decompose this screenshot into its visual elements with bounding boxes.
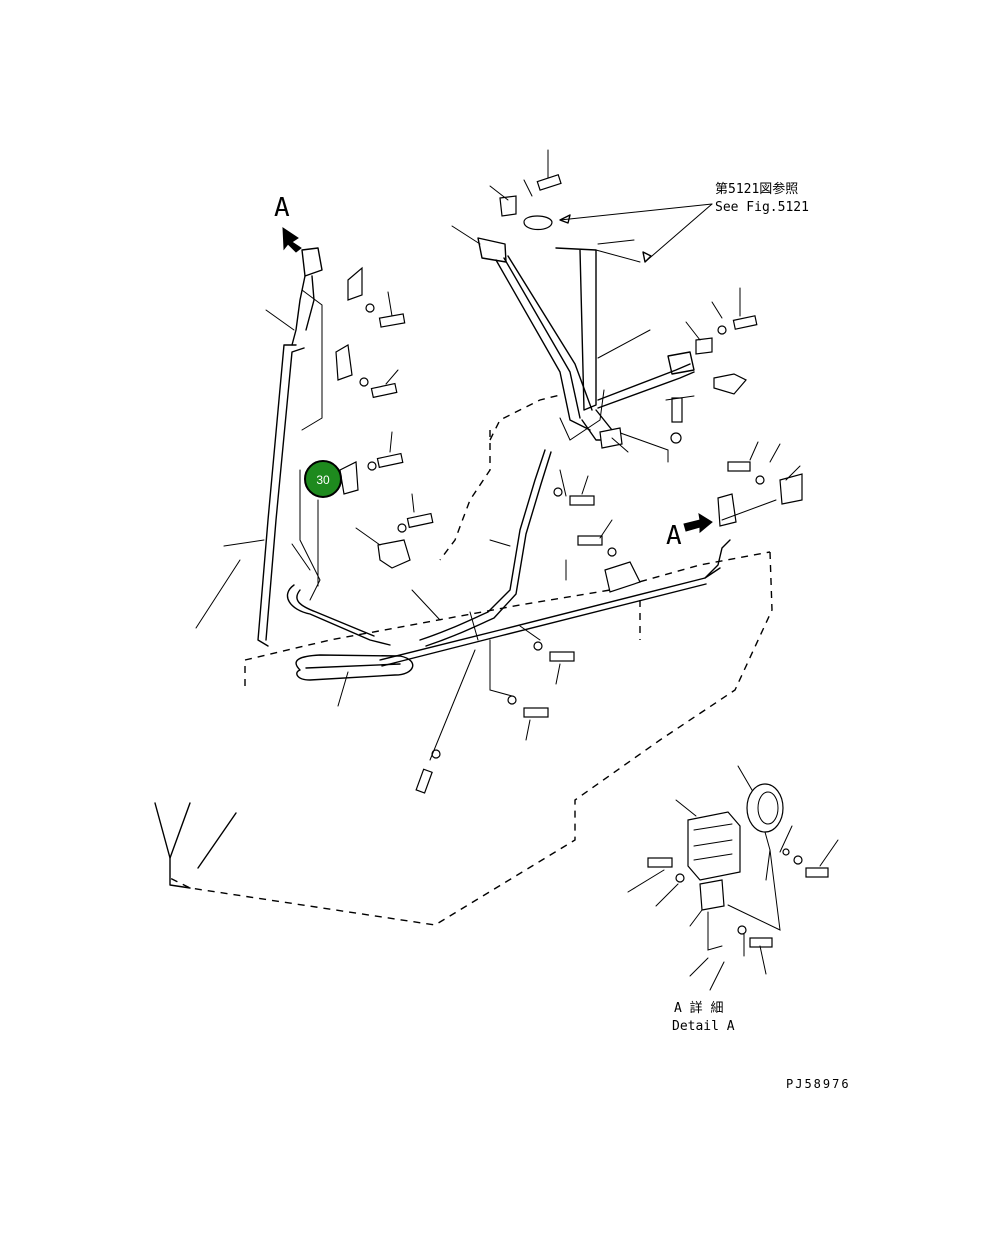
lamp-connector <box>717 493 737 527</box>
loop-harness <box>295 654 414 681</box>
bolt <box>359 369 399 399</box>
lamp-part <box>713 373 747 395</box>
detail-a: A 詳 細 Detail A <box>627 765 839 1034</box>
leader-line <box>644 203 713 263</box>
view-a-top: A <box>274 193 302 253</box>
bolt <box>507 695 549 741</box>
lamp-connector <box>667 351 695 375</box>
reference-note: 第5121図参照 See Fig.5121 <box>559 181 809 263</box>
central-frame <box>477 237 695 463</box>
bracket <box>604 561 641 593</box>
bolt <box>577 519 617 557</box>
bracket <box>695 337 713 355</box>
callout-number: 30 <box>316 473 330 487</box>
bolt <box>727 441 765 485</box>
bracket <box>599 427 623 449</box>
leader-line <box>559 203 713 221</box>
lamp-part <box>523 215 553 231</box>
bolt <box>367 431 404 471</box>
arrow-head <box>559 214 571 224</box>
bracket <box>335 344 353 381</box>
bolt <box>647 857 685 883</box>
bolt <box>670 397 683 444</box>
view-a-right-label: A <box>666 521 682 551</box>
callout-badge[interactable]: 30 <box>304 460 342 498</box>
left-pillar-harness <box>257 247 391 647</box>
view-a-top-label: A <box>274 193 290 223</box>
bracket <box>779 473 803 505</box>
reference-note-ja: 第5121図参照 <box>715 181 798 197</box>
bolt <box>533 641 575 685</box>
bolt <box>415 749 441 794</box>
view-arrow-icon <box>683 512 713 534</box>
bracket <box>347 266 363 301</box>
bolts <box>359 149 765 794</box>
bolt <box>536 149 562 191</box>
lamp-connector <box>301 247 323 277</box>
machine-body-outline <box>154 394 773 926</box>
view-a-right: A <box>666 512 713 551</box>
detail-label-ja: A 詳 細 <box>674 1000 723 1016</box>
bolt <box>365 291 406 328</box>
bolt <box>782 848 829 878</box>
arrow-head <box>642 251 652 263</box>
view-arrow-icon <box>282 227 302 253</box>
drawing-code: PJ58976 <box>786 1077 851 1091</box>
detail-label-en: Detail A <box>672 1019 735 1034</box>
brackets <box>335 195 803 593</box>
leader-lines <box>195 179 801 761</box>
callout-circle <box>304 460 342 498</box>
bolt <box>553 475 595 506</box>
bracket <box>699 879 725 911</box>
lamp-connector <box>477 237 507 263</box>
bracket <box>499 195 517 217</box>
reference-note-en: See Fig.5121 <box>715 200 809 215</box>
bolt <box>717 287 758 335</box>
bolt <box>397 493 434 533</box>
main-harness <box>379 449 731 667</box>
bracket <box>377 539 411 569</box>
bolt <box>737 925 773 948</box>
bracket <box>339 461 359 495</box>
